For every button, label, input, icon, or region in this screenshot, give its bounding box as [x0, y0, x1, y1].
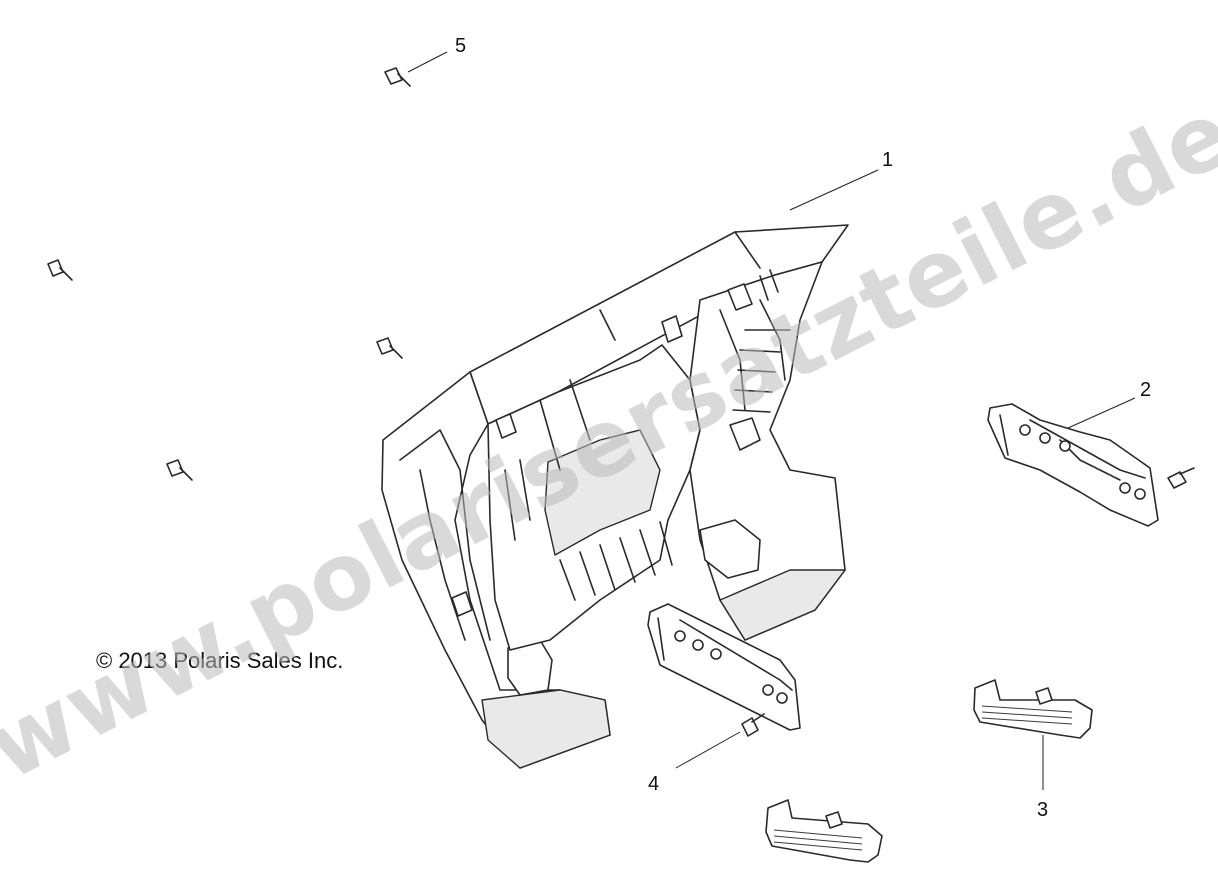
part-3-step-plate[interactable] [973, 679, 1093, 739]
screw-icon[interactable] [384, 67, 411, 87]
copyright-text: © 2013 Polaris Sales Inc. [96, 648, 344, 673]
part-4-bracket[interactable] [647, 603, 801, 731]
callout-4: 4 [648, 773, 659, 795]
callout-1: 1 [882, 149, 893, 171]
leader-line-1 [789, 169, 879, 211]
callout-5: 5 [455, 35, 466, 57]
screw-icon[interactable] [376, 337, 403, 359]
part-2-bracket[interactable] [987, 403, 1159, 527]
part-1-bumper-housing[interactable] [381, 224, 849, 769]
callout-3: 3 [1037, 799, 1048, 821]
part-3-step-plate-2[interactable] [765, 799, 883, 863]
screw-icon[interactable] [741, 713, 765, 737]
callout-2: 2 [1140, 379, 1151, 401]
screw-icon[interactable] [1167, 467, 1195, 489]
leader-line-4 [675, 731, 741, 769]
leader-line-5 [407, 51, 448, 73]
screw-icon[interactable] [47, 259, 73, 281]
screw-icon[interactable] [166, 459, 193, 481]
leader-line-2 [1067, 397, 1136, 429]
